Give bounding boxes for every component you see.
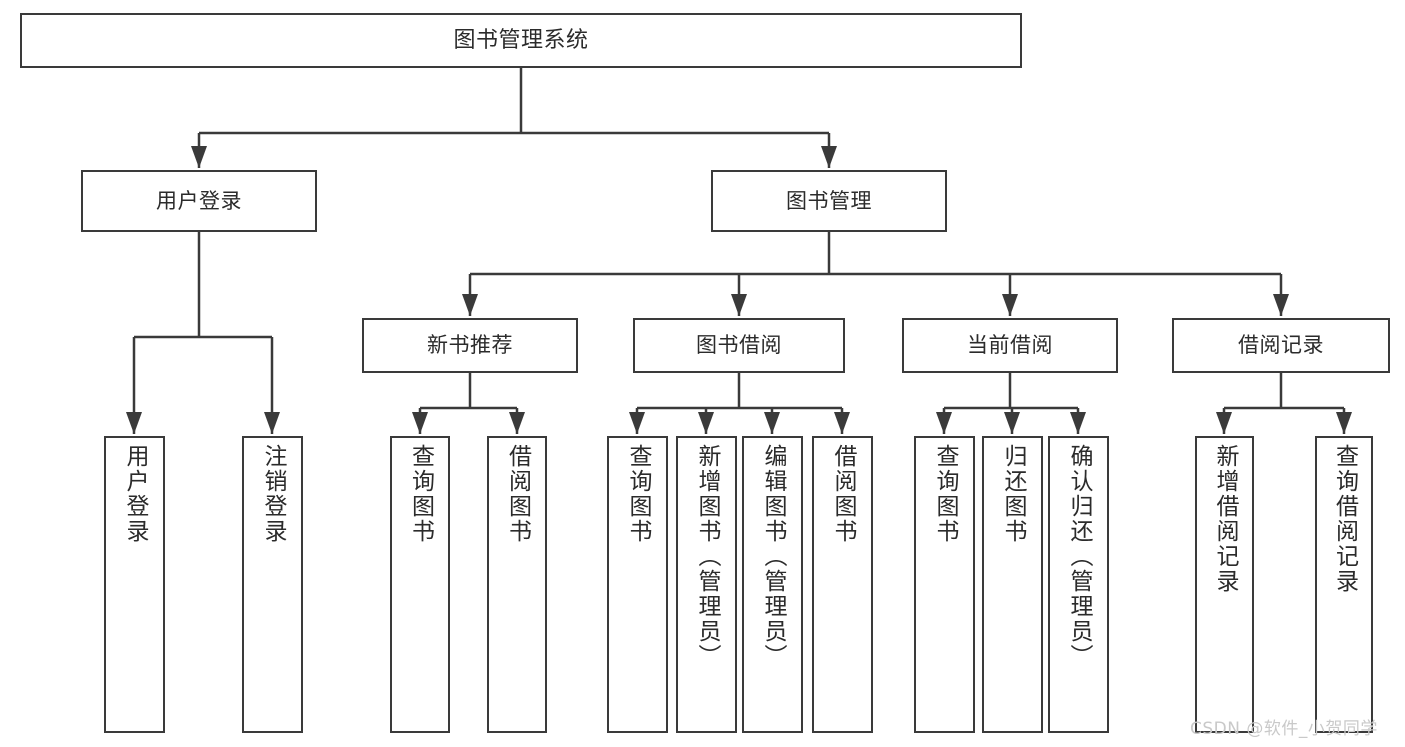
node-label: 用户登录 (122, 444, 148, 544)
arrowhead-bookmanage-to-level2-1 (731, 294, 747, 316)
node-leaf-rec-search[interactable]: 查询借阅记录 (1315, 436, 1373, 733)
node-label: 新增借阅记录 (1212, 444, 1238, 594)
node-label: 注销登录 (260, 444, 286, 544)
arrowhead-currentborrow-to-leaves-0 (936, 412, 952, 434)
node-leaf-cur-query[interactable]: 查询图书 (914, 436, 975, 733)
node-book-manage[interactable]: 图书管理 (711, 170, 947, 232)
node-leaf-rec-add[interactable]: 新增借阅记录 (1195, 436, 1254, 733)
arrowhead-bookborrow-to-leaves-3 (834, 412, 850, 434)
node-label: 查询借阅记录 (1331, 444, 1358, 594)
node-leaf-borrow-do[interactable]: 借阅图书 (812, 436, 873, 733)
node-leaf-borrow-edit[interactable]: 编辑图书（管理员） (742, 436, 803, 733)
node-leaf-user-logout[interactable]: 注销登录 (242, 436, 303, 733)
arrowhead-newbook-to-leaves-0 (412, 412, 428, 434)
arrowhead-borrowrecord-to-leaves-1 (1336, 412, 1352, 434)
node-root[interactable]: 图书管理系统 (20, 13, 1022, 68)
node-label: 查询图书 (407, 444, 434, 544)
node-label: 归还图书 (1000, 444, 1026, 544)
arrowhead-root-to-level1-0 (191, 146, 207, 168)
node-leaf-user-login[interactable]: 用户登录 (104, 436, 165, 733)
node-label: 图书管理系统 (453, 27, 589, 53)
node-current-borrow[interactable]: 当前借阅 (902, 318, 1118, 373)
node-label: 查询图书 (625, 444, 651, 544)
arrowhead-root-to-level1-1 (821, 146, 837, 168)
node-label: 编辑图书（管理员） (760, 444, 786, 669)
node-book-borrow[interactable]: 图书借阅 (633, 318, 845, 373)
node-user-login[interactable]: 用户登录 (81, 170, 317, 232)
node-borrow-record[interactable]: 借阅记录 (1172, 318, 1390, 373)
node-label: 查询图书 (932, 444, 958, 544)
node-label: 确认归还（管理员） (1066, 444, 1092, 669)
node-leaf-rec-query[interactable]: 查询图书 (390, 436, 450, 733)
arrowhead-currentborrow-to-leaves-1 (1004, 412, 1020, 434)
watermark-text: CSDN @软件_小贺同学 (1190, 719, 1378, 739)
node-label: 当前借阅 (967, 333, 1053, 358)
arrowhead-bookmanage-to-level2-3 (1273, 294, 1289, 316)
arrowhead-userlogin-to-leaves-0 (126, 412, 142, 434)
node-leaf-rec-borrow[interactable]: 借阅图书 (487, 436, 547, 733)
arrowhead-userlogin-to-leaves-1 (264, 412, 280, 434)
arrowhead-bookborrow-to-leaves-1 (698, 412, 714, 434)
node-label: 用户登录 (156, 188, 242, 213)
node-label: 借阅记录 (1238, 333, 1324, 358)
node-leaf-cur-confirm[interactable]: 确认归还（管理员） (1048, 436, 1109, 733)
node-new-book-rec[interactable]: 新书推荐 (362, 318, 578, 373)
arrowhead-bookborrow-to-leaves-0 (629, 412, 645, 434)
arrowhead-newbook-to-leaves-1 (509, 412, 525, 434)
node-label: 图书管理 (786, 188, 872, 213)
arrowhead-borrowrecord-to-leaves-0 (1216, 412, 1232, 434)
node-label: 借阅图书 (830, 444, 856, 544)
node-label: 图书借阅 (696, 333, 782, 358)
node-label: 新增图书（管理员） (694, 444, 720, 669)
node-label: 新书推荐 (427, 333, 513, 358)
node-leaf-borrow-query[interactable]: 查询图书 (607, 436, 668, 733)
arrowhead-bookborrow-to-leaves-2 (764, 412, 780, 434)
arrowhead-currentborrow-to-leaves-2 (1070, 412, 1086, 434)
node-leaf-borrow-add[interactable]: 新增图书（管理员） (676, 436, 737, 733)
arrowhead-bookmanage-to-level2-0 (462, 294, 478, 316)
node-leaf-cur-return[interactable]: 归还图书 (982, 436, 1043, 733)
node-label: 借阅图书 (504, 444, 531, 544)
arrowhead-bookmanage-to-level2-2 (1002, 294, 1018, 316)
